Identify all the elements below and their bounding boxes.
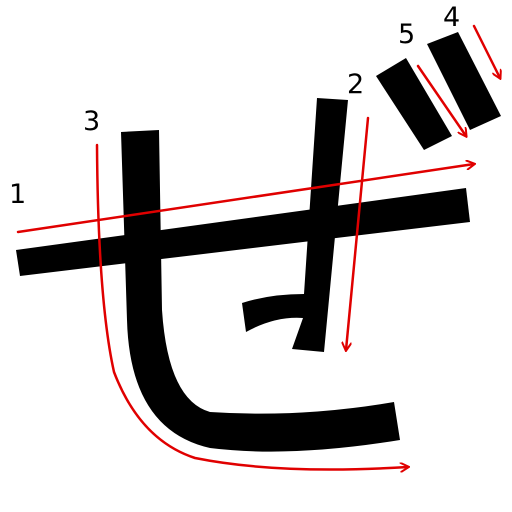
arrow-stroke-1 — [16, 164, 474, 234]
stroke-number-4: 4 — [443, 2, 460, 33]
glyph-stroke-3 — [121, 130, 400, 452]
glyph-stroke-5 — [376, 58, 452, 150]
arrow-stroke-5 — [416, 64, 466, 136]
glyph-stroke-4 — [427, 32, 501, 130]
stroke-number-labels: 1 2 3 4 5 — [9, 2, 460, 210]
stroke-number-5: 5 — [398, 19, 415, 50]
glyph-stroke-2 — [242, 98, 348, 352]
arrow-stroke-3 — [95, 143, 408, 470]
stroke-number-1: 1 — [9, 179, 26, 210]
arrow-stroke-4 — [472, 24, 500, 78]
arrow-stroke-2 — [346, 116, 370, 350]
stroke-direction-arrows — [16, 24, 500, 470]
character-glyph — [16, 32, 501, 452]
stroke-number-2: 2 — [347, 69, 364, 100]
glyph-stroke-1 — [16, 188, 470, 276]
stroke-number-3: 3 — [83, 106, 100, 137]
